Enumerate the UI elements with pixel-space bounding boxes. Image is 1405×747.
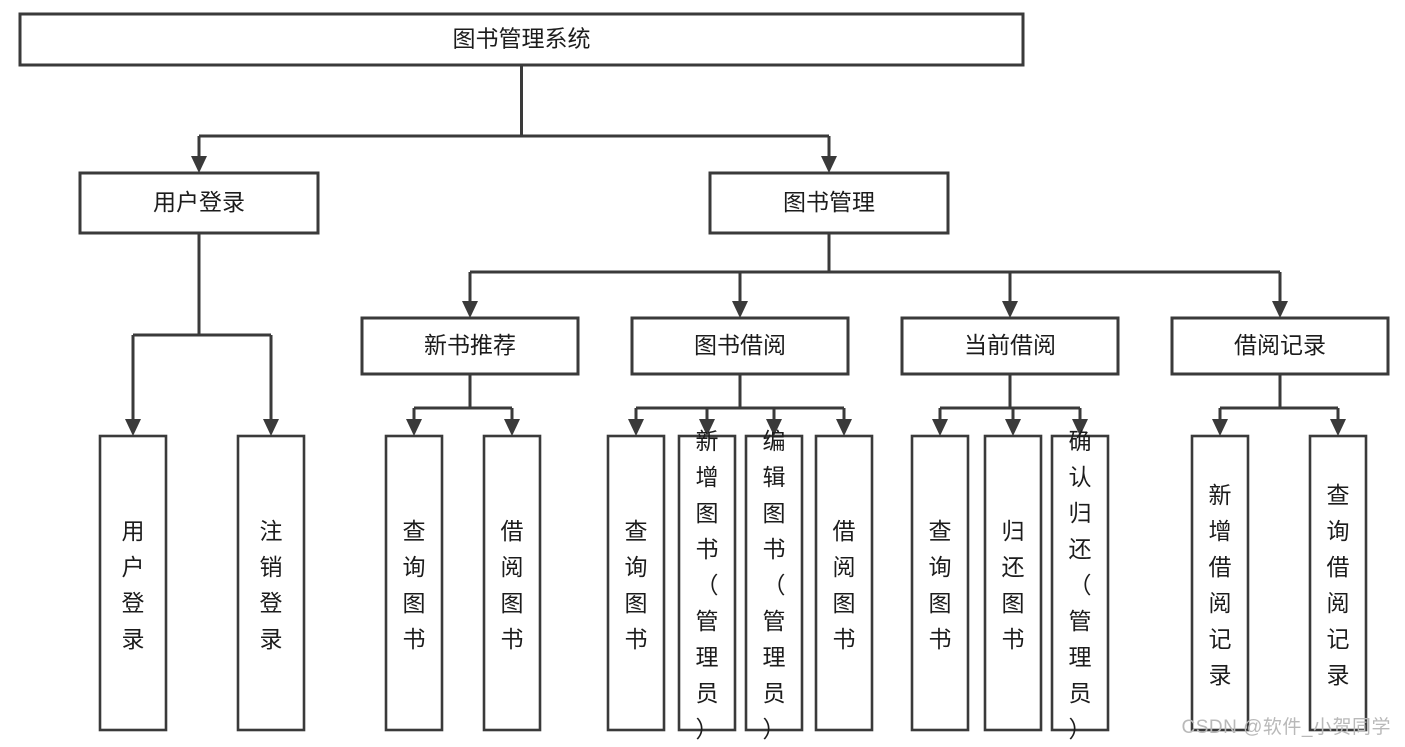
leaf-node-新增图书管理员-5[interactable]: 新增图书（管理员） — [677, 428, 737, 742]
leaf-node-确认归还管理员-10[interactable]: 确认归还（管理员） — [1050, 428, 1110, 742]
branch-3-arrowhead-icon — [1002, 301, 1018, 318]
leaf-node-查询借阅记录-12[interactable]: 查询借阅记录 — [1308, 434, 1368, 732]
node-rect — [78, 171, 320, 235]
node-rect — [1190, 434, 1250, 732]
node-label: 新增图书（管理员） — [696, 428, 719, 742]
branch-2-arrowhead-icon — [821, 156, 837, 173]
node-rect — [482, 434, 542, 732]
branch-2-arrowhead-icon — [263, 419, 279, 436]
node-rect — [744, 434, 804, 732]
branch-2-arrowhead-icon — [699, 419, 715, 436]
node-rect — [677, 434, 737, 732]
branch-1-arrowhead-icon — [932, 419, 948, 436]
leaf-node-借阅图书-3[interactable]: 借阅图书 — [482, 434, 542, 732]
leaf-node-新增借阅记录-11[interactable]: 新增借阅记录 — [1190, 434, 1250, 732]
branch-1-arrowhead-icon — [1212, 419, 1228, 436]
node-rect — [236, 434, 306, 732]
branch-4-arrowhead-icon — [836, 419, 852, 436]
node-label: 图书管理系统 — [453, 26, 591, 52]
node-layer: 图书管理系统用户登录图书管理新书推荐图书借阅当前借阅借阅记录用户登录注销登录查询… — [18, 12, 1390, 742]
branch-2-arrowhead-icon — [1005, 419, 1021, 436]
branch-1-arrowhead-icon — [125, 419, 141, 436]
node-rect — [18, 12, 1025, 67]
node-label: 注销登录 — [260, 518, 283, 652]
node-label: 查询图书 — [403, 518, 426, 652]
node-rect — [708, 171, 950, 235]
leaf-node-查询图书-4[interactable]: 查询图书 — [606, 434, 666, 732]
node-rect — [983, 434, 1043, 732]
node-label: 借阅记录 — [1234, 332, 1326, 358]
branch-3-arrowhead-icon — [1072, 419, 1088, 436]
node-label: 编辑图书（管理员） — [763, 428, 786, 742]
branch-4-arrowhead-icon — [1272, 301, 1288, 318]
node-label: 当前借阅 — [964, 332, 1056, 358]
node-label: 图书管理 — [783, 189, 875, 215]
leaf-node-归还图书-9[interactable]: 归还图书 — [983, 434, 1043, 732]
node-label: 借阅图书 — [501, 518, 524, 652]
level3-node-当前借阅-2[interactable]: 当前借阅 — [900, 316, 1120, 376]
node-label: 归还图书 — [1002, 518, 1025, 652]
root-node-图书管理系统[interactable]: 图书管理系统 — [18, 12, 1025, 67]
branch-3-arrowhead-icon — [766, 419, 782, 436]
node-label: 用户登录 — [153, 189, 245, 215]
leaf-node-编辑图书管理员-6[interactable]: 编辑图书（管理员） — [744, 428, 804, 742]
node-rect — [1308, 434, 1368, 732]
branch-2-arrowhead-icon — [1330, 419, 1346, 436]
node-rect — [98, 434, 168, 732]
node-rect — [630, 316, 850, 376]
leaf-node-查询图书-8[interactable]: 查询图书 — [910, 434, 970, 732]
node-label: 查询图书 — [929, 518, 952, 652]
branch-1-arrowhead-icon — [628, 419, 644, 436]
level3-node-新书推荐-0[interactable]: 新书推荐 — [360, 316, 580, 376]
level3-node-图书借阅-1[interactable]: 图书借阅 — [630, 316, 850, 376]
branch-2-arrowhead-icon — [504, 419, 520, 436]
level2-node-用户登录-0[interactable]: 用户登录 — [78, 171, 320, 235]
node-label: 查询图书 — [625, 518, 648, 652]
node-label: 用户登录 — [122, 518, 145, 652]
node-label: 图书借阅 — [694, 332, 786, 358]
level3-node-借阅记录-3[interactable]: 借阅记录 — [1170, 316, 1390, 376]
node-label: 新增借阅记录 — [1209, 482, 1232, 688]
node-rect — [1050, 434, 1110, 732]
node-label: 新书推荐 — [424, 332, 516, 358]
node-rect — [606, 434, 666, 732]
branch-2-arrowhead-icon — [732, 301, 748, 318]
connector-layer — [125, 65, 1346, 436]
leaf-node-用户登录-0[interactable]: 用户登录 — [98, 434, 168, 732]
node-label: 确认归还（管理员） — [1069, 428, 1092, 742]
node-rect — [900, 316, 1120, 376]
node-rect — [814, 434, 874, 732]
node-rect — [384, 434, 444, 732]
node-rect — [1170, 316, 1390, 376]
leaf-node-查询图书-2[interactable]: 查询图书 — [384, 434, 444, 732]
node-label: 借阅图书 — [833, 518, 856, 652]
branch-1-arrowhead-icon — [462, 301, 478, 318]
level2-node-图书管理-1[interactable]: 图书管理 — [708, 171, 950, 235]
leaf-node-借阅图书-7[interactable]: 借阅图书 — [814, 434, 874, 732]
branch-1-arrowhead-icon — [406, 419, 422, 436]
node-rect — [360, 316, 580, 376]
node-rect — [910, 434, 970, 732]
node-label: 查询借阅记录 — [1327, 482, 1350, 688]
branch-1-arrowhead-icon — [191, 156, 207, 173]
leaf-node-注销登录-1[interactable]: 注销登录 — [236, 434, 306, 732]
